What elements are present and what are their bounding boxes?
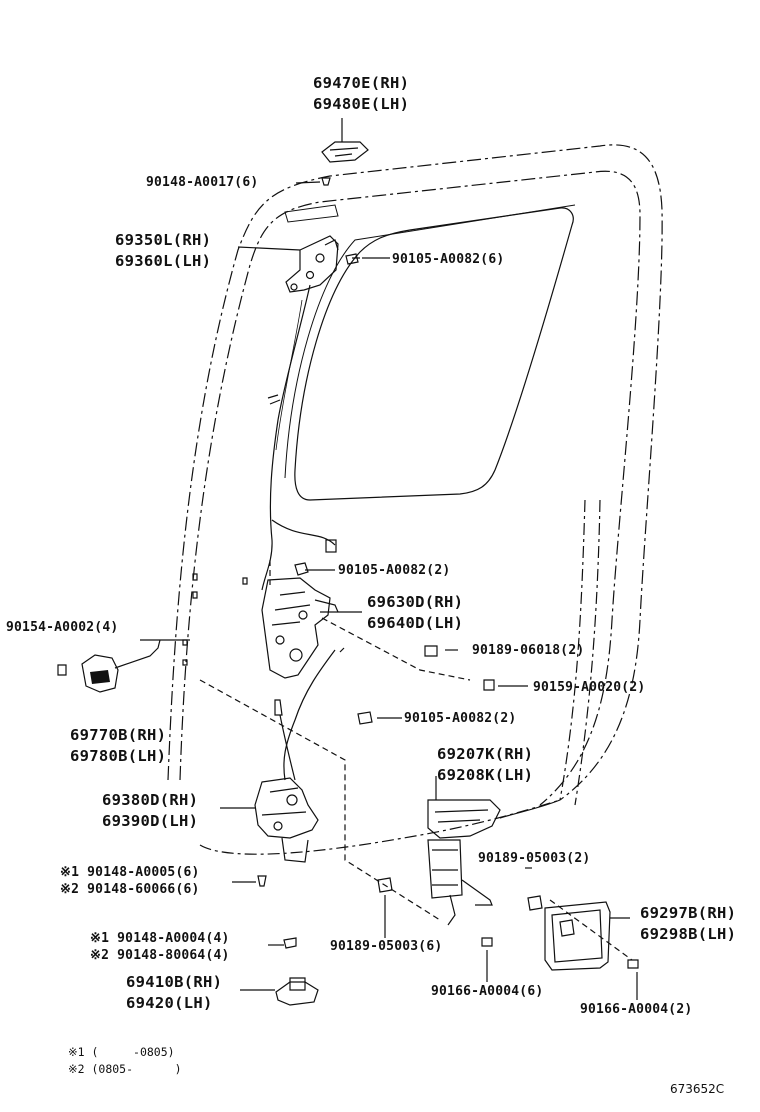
door-outer-outline [167, 144, 663, 801]
part-69770B-label: 69770B(RH) [70, 726, 167, 744]
part-69360L-label: 69360L(LH) [115, 252, 212, 270]
bolt-90148-A0004-label: ※1 90148-A0004(4) [90, 931, 230, 946]
bolt-90105-A0082-low-label: 90105-A0082(2) [404, 711, 517, 726]
bolt-90166-A0004-left-label: 90166-A0004(6) [431, 984, 544, 999]
part-69470E-label: 69470E(RH) [313, 74, 410, 92]
bolt-90148-A0017-label: 90148-A0017(6) [146, 175, 259, 190]
part-69640D-label: 69640D(LH) [367, 614, 464, 632]
diagram-reference-number: 673652C [670, 1082, 725, 1096]
part-69298B-label: 69298B(LH) [640, 925, 737, 943]
part-69297B-label: 69297B(RH) [640, 904, 737, 922]
footnote-2: ※2 (0805- ) [68, 1062, 182, 1076]
lower-lock-assembly [254, 777, 319, 863]
part-69480E-label: 69480E(LH) [313, 95, 410, 113]
bolt-90189-05003-left-label: 90189-05003(6) [330, 939, 443, 954]
striker-plate [275, 977, 319, 1006]
bolt-90148-A0005-label: ※1 90148-A0005(6) [60, 865, 200, 880]
bolt-90166-A0004-right-label: 90166-A0004(2) [580, 1002, 693, 1017]
bolt-90148-60066-label: ※2 90148-60066(6) [60, 882, 200, 897]
bolt-90189-06018-label: 90189-06018(2) [472, 643, 585, 658]
bolt-90105-A0082-mid-label: 90105-A0082(2) [338, 563, 451, 578]
part-69780B-label: 69780B(LH) [70, 747, 167, 765]
part-69420-label: 69420(LH) [126, 994, 213, 1012]
bolt-90148-80064-label: ※2 90148-80064(4) [90, 948, 230, 963]
bolt-90154-A0002-label: 90154-A0002(4) [6, 620, 119, 635]
inside-handle [81, 639, 161, 693]
bolt-90159-A0020-label: 90159-A0020(2) [533, 680, 646, 695]
bolt-90105-A0082-top-label: 90105-A0082(6) [392, 252, 505, 267]
footnote-1: ※1 ( -0805) [68, 1045, 175, 1059]
part-69390D-label: 69390D(LH) [102, 812, 199, 830]
top-cover-part [321, 141, 369, 163]
bolt-90189-05003-right-label: 90189-05003(2) [478, 851, 591, 866]
part-69410B-label: 69410B(RH) [126, 973, 223, 991]
inside-handle-bezel [544, 901, 611, 971]
window-glass-outline [294, 207, 574, 501]
upper-lock-assembly [285, 235, 339, 293]
lock-actuator-assembly [427, 799, 561, 926]
part-69380D-label: 69380D(RH) [102, 791, 199, 809]
lock-cable [261, 284, 311, 591]
part-69207K-label: 69207K(RH) [437, 745, 534, 763]
part-69208K-label: 69208K(LH) [437, 766, 534, 784]
part-69630D-label: 69630D(RH) [367, 593, 464, 611]
door-inner-outline [179, 170, 641, 806]
part-69350L-label: 69350L(RH) [115, 231, 212, 249]
door-lock-assembly [261, 577, 339, 679]
